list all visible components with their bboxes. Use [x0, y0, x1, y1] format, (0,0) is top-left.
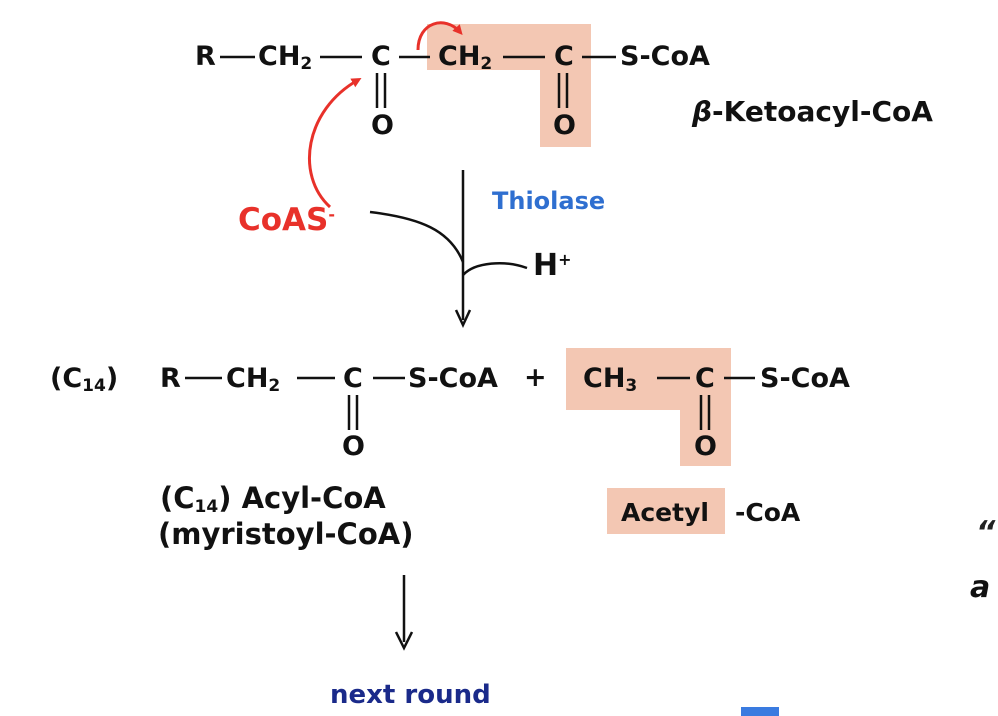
product1-scoa: S-CoA	[408, 363, 498, 394]
reactant-carbonyl-c2: C	[554, 41, 574, 72]
red-nucleophilic-attack-arrow	[308, 78, 362, 209]
blue-bar-fragment	[741, 707, 779, 716]
product1-name-line2: (myristoyl-CoA)	[158, 517, 414, 551]
next-round-label: next round	[330, 680, 491, 710]
cropped-letter-fragment: a	[970, 570, 991, 605]
acetyl-label-highlight	[607, 488, 725, 534]
proton-curve	[462, 262, 528, 276]
red-bond-cleavage-arrow	[416, 21, 463, 51]
product1-oxygen: O	[342, 431, 365, 462]
acetyl-highlight-bottom-stem	[680, 348, 731, 466]
acetyl-coa-suffix: -CoA	[735, 498, 801, 527]
reactant-ch2-b: CH2	[438, 41, 493, 74]
product2-oxygen: O	[694, 431, 717, 462]
coas-curve	[369, 210, 465, 263]
acetyl-label: Acetyl	[621, 498, 709, 527]
reactant-scoa: S-CoA	[620, 41, 710, 72]
reaction-arrow-head	[454, 309, 472, 328]
product2-carbonyl-c: C	[695, 363, 715, 394]
product1-ch2: CH2	[226, 363, 281, 396]
reactant-r: R	[195, 41, 216, 72]
product1-r: R	[160, 363, 181, 394]
reactant-oxygen-2: O	[553, 110, 576, 141]
product2-ch3: CH3	[583, 363, 638, 396]
product2-scoa: S-CoA	[760, 363, 850, 394]
reactant-oxygen-1: O	[371, 110, 394, 141]
cropped-quote-fragment: “	[976, 515, 996, 550]
next-arrow-head	[394, 631, 414, 651]
reactant-carbonyl-c1: C	[371, 41, 391, 72]
product1-name-line1: (C14) Acyl-CoA	[160, 481, 386, 517]
plus-sign: +	[524, 362, 547, 393]
reactant-name: β-Ketoacyl-CoA	[692, 95, 933, 128]
enzyme-label: Thiolase	[492, 187, 606, 215]
product1-chain-length: (C14)	[50, 363, 119, 396]
product1-carbonyl-c: C	[343, 363, 363, 394]
reactant-ch2-a: CH2	[258, 41, 313, 74]
coas-label: CoAS-	[238, 202, 336, 238]
acetyl-highlight-top-stem	[540, 24, 591, 147]
proton-label: H+	[533, 248, 572, 283]
